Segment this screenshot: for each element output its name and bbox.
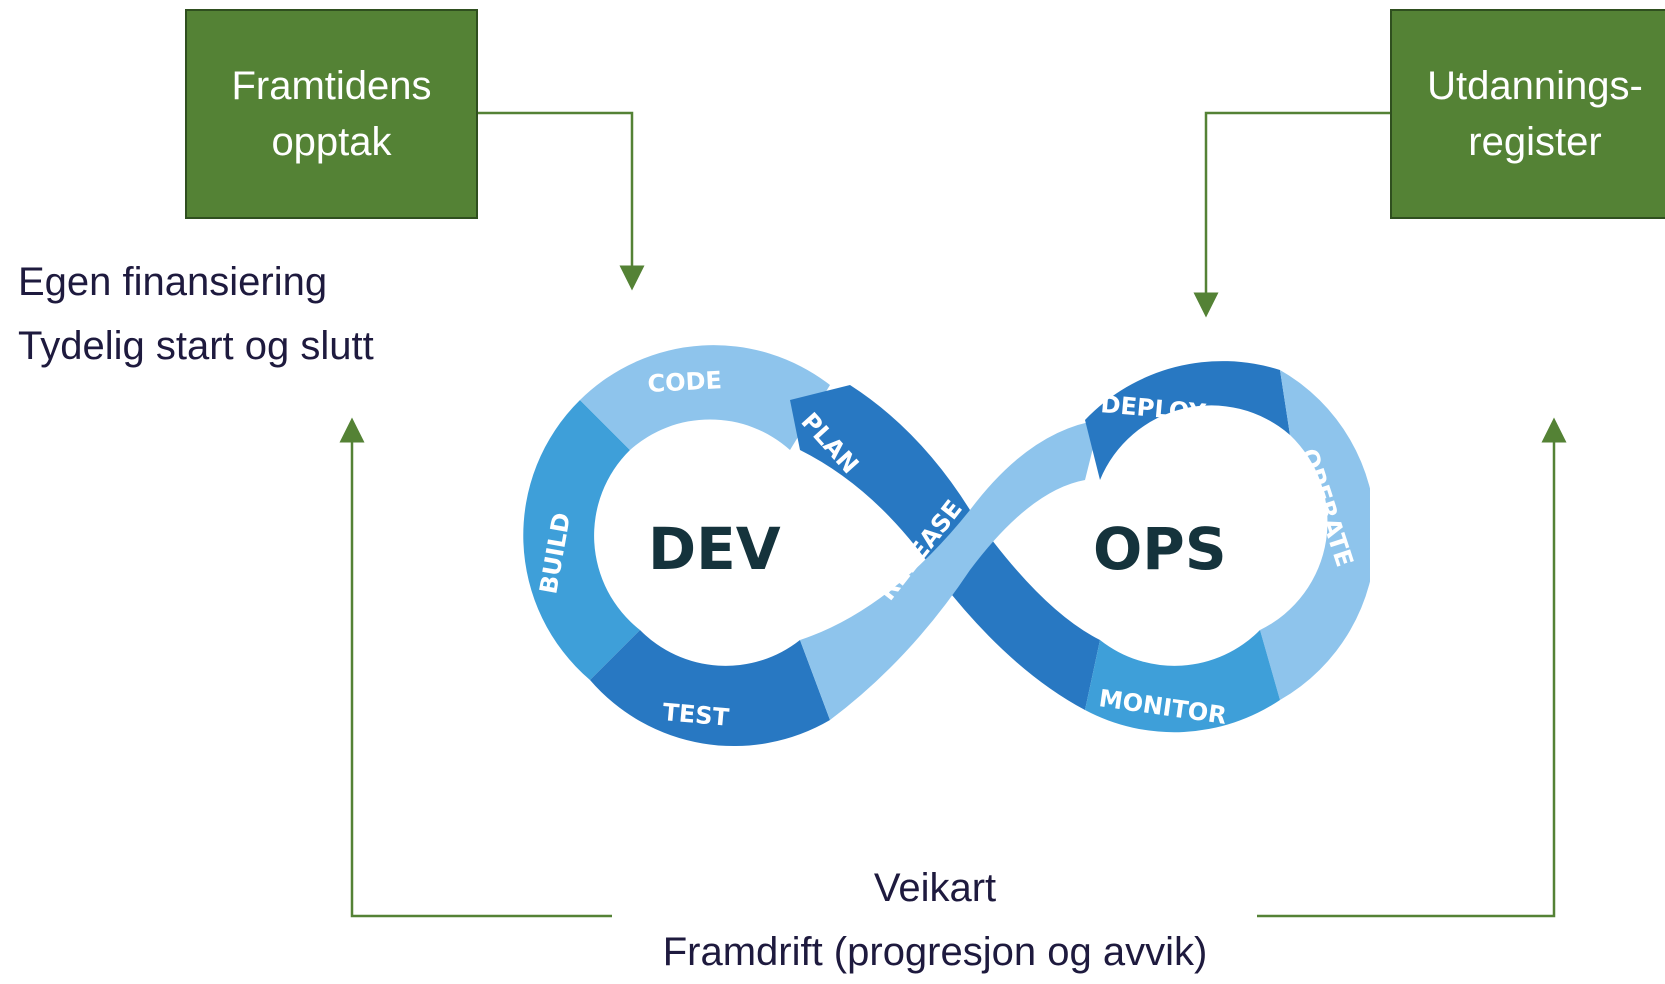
segment-monitor bbox=[1085, 630, 1280, 733]
arrow-left-box-to-loop bbox=[478, 111, 645, 291]
stage-code-label: CODE bbox=[647, 366, 723, 398]
note-egen-finansiering: Egen finansiering bbox=[18, 260, 328, 304]
segment-release bbox=[800, 420, 1100, 720]
segment-code bbox=[580, 345, 830, 450]
ops-label: OPS bbox=[1093, 515, 1227, 583]
segment-plan bbox=[790, 385, 970, 580]
left-notes: Egen finansiering Tydelig start og slutt bbox=[18, 250, 374, 378]
devops-infinity-loop: CODE PLAN BUILD TEST RELEASE DEPLOY OPER… bbox=[523, 345, 1370, 747]
stage-test-label: TEST bbox=[661, 698, 730, 732]
arrow-bottom-right-up bbox=[1257, 417, 1567, 918]
bottom-notes: Veikart Framdrift (progresjon og avvik) bbox=[560, 856, 1310, 984]
arrow-right-box-to-loop bbox=[1193, 111, 1390, 318]
utdanningsregister-box: Utdannings- register bbox=[1390, 9, 1665, 219]
segment-deploy bbox=[1085, 361, 1290, 480]
dev-label: DEV bbox=[648, 515, 781, 583]
segment-test bbox=[590, 630, 830, 747]
note-veikart: Veikart bbox=[873, 866, 997, 910]
segment-build bbox=[523, 400, 640, 680]
segment-plan-lower bbox=[940, 510, 1100, 710]
arrow-bottom-left-up bbox=[339, 417, 612, 918]
framtidens-opptak-box: Framtidens opptak bbox=[185, 9, 478, 219]
note-framdrift: Framdrift (progresjon og avvik) bbox=[662, 930, 1208, 974]
segment-operate bbox=[1260, 370, 1370, 700]
note-tydelig-start-slutt: Tydelig start og slutt bbox=[18, 324, 374, 368]
